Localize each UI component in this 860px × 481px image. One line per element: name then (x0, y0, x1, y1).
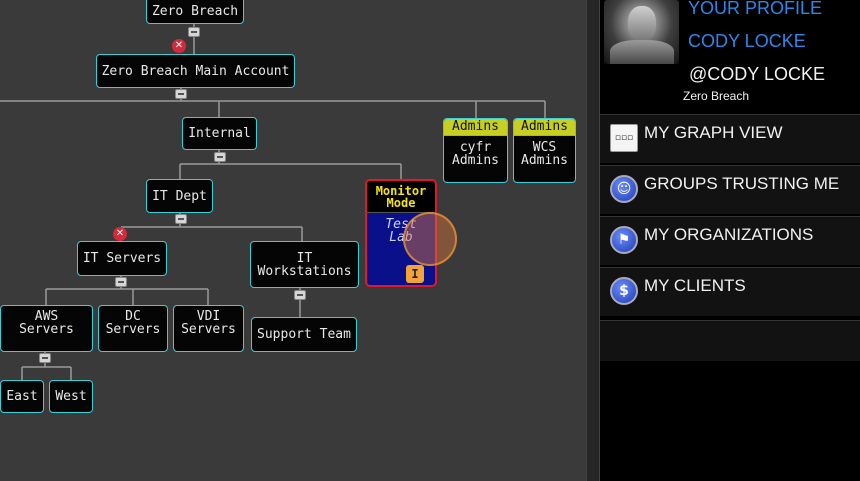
avatar[interactable] (604, 0, 679, 64)
profile-handle: @CODY LOCKE (689, 64, 825, 84)
menu-item-groups-trusting-me[interactable]: ☺ GROUPS TRUSTING ME (600, 165, 860, 214)
monitor-mode-header: Monitor Mode (367, 181, 435, 213)
menu-item-label: MY CLIENTS (644, 276, 746, 295)
menu-item-label: MY ORGANIZATIONS (644, 225, 814, 244)
node-it-servers[interactable]: IT Servers (77, 241, 167, 276)
collapse-toggle-zero-breach[interactable] (188, 27, 200, 37)
profile-panel: YOUR PROFILE CODY LOCKE @CODY LOCKE Zero… (600, 0, 860, 481)
node-admins-wcs[interactable]: Admins WCS Admins (513, 118, 576, 183)
menu-item-label: MY GRAPH VIEW (644, 123, 783, 142)
node-zero-breach[interactable]: Zero Breach (146, 0, 244, 24)
node-west[interactable]: West (49, 380, 93, 413)
node-support-team[interactable]: Support Team (251, 317, 357, 352)
info-badge-icon[interactable]: I (406, 265, 424, 283)
node-admins-cyfr[interactable]: Admins cyfr Admins (443, 118, 508, 183)
node-it-workstations[interactable]: IT Workstations (250, 241, 359, 288)
graph-icon: ▫▫▫ (610, 124, 638, 152)
menu-item-my-clients[interactable]: $ MY CLIENTS (600, 267, 860, 316)
node-vdi-servers[interactable]: VDI Servers (173, 305, 244, 352)
profile-header: YOUR PROFILE CODY LOCKE @CODY LOCKE Zero… (600, 0, 860, 112)
menu-item-my-organizations[interactable]: ⚑ MY ORGANIZATIONS (600, 216, 860, 265)
admins-cyfr-header: Admins (444, 119, 507, 136)
error-mark-it-servers: ✕ (113, 227, 127, 241)
collapse-toggle-it-servers[interactable] (115, 277, 127, 287)
collapse-toggle-aws-servers[interactable] (39, 353, 51, 363)
node-internal[interactable]: Internal (182, 117, 257, 150)
node-dc-servers[interactable]: DC Servers (98, 305, 168, 352)
admins-wcs-label: WCS Admins (521, 140, 568, 168)
panel-splitter[interactable] (586, 0, 600, 481)
collapse-toggle-it-workstations[interactable] (294, 290, 306, 300)
dollar-icon: $ (610, 277, 638, 305)
collapse-toggle-it-dept[interactable] (175, 214, 187, 224)
groups-icon: ☺ (610, 175, 638, 203)
collapse-toggle-internal[interactable] (214, 152, 226, 162)
collapse-toggle-main-account[interactable] (175, 89, 187, 99)
admins-cyfr-label: cyfr Admins (452, 140, 499, 168)
organizations-icon: ⚑ (610, 226, 638, 254)
error-mark-main-account: ✕ (172, 39, 186, 53)
profile-name-link[interactable]: CODY LOCKE (688, 31, 806, 51)
cursor-highlight (403, 212, 457, 266)
node-east[interactable]: East (0, 380, 44, 413)
node-it-dept[interactable]: IT Dept (146, 179, 213, 213)
menu-item-label: GROUPS TRUSTING ME (644, 174, 840, 193)
node-main-account[interactable]: Zero Breach Main Account (96, 54, 295, 88)
org-chart-canvas[interactable]: Zero Breach ✕ Zero Breach Main Account I… (0, 0, 586, 481)
menu-item-my-graph-view[interactable]: ▫▫▫ MY GRAPH VIEW (600, 114, 860, 163)
profile-org: Zero Breach (683, 89, 750, 103)
your-profile-link[interactable]: YOUR PROFILE (688, 0, 823, 18)
admins-wcs-header: Admins (514, 119, 575, 136)
node-aws-servers[interactable]: AWS Servers (0, 305, 93, 352)
panel-footer (600, 320, 860, 361)
